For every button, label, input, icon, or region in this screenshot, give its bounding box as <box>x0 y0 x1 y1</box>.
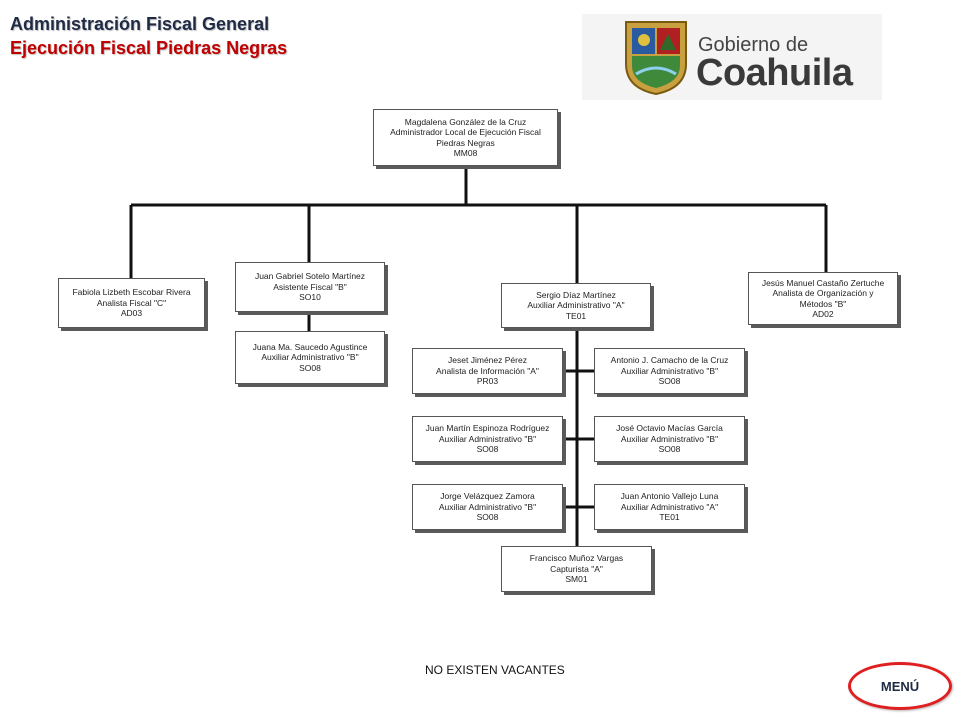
page-title: Administración Fiscal General <box>10 14 270 34</box>
node-role: Analista Fiscal "C" <box>96 297 167 308</box>
node-role: Analista de Organización y <box>772 288 874 298</box>
org-node-juan-martin: Juan Martín Espinoza Rodríguez Auxiliar … <box>412 416 563 462</box>
node-role: Auxiliar Administrativo "A" <box>620 501 719 512</box>
node-role: Auxiliar Administrativo "B" <box>438 433 537 444</box>
node-code: SO08 <box>476 444 499 455</box>
node-name: Magdalena González de la Cruz <box>404 116 527 127</box>
node-name: Jeset Jiménez Pérez <box>448 355 527 366</box>
node-code: TE01 <box>565 310 587 321</box>
node-area: Piedras Negras <box>436 137 495 148</box>
logo-text-gobierno: Gobierno de <box>698 34 809 56</box>
node-role: Auxiliar Administrativo "B" <box>620 365 719 376</box>
node-code: PR03 <box>476 376 499 387</box>
org-node-fabiola: Fabiola Lizbeth Escobar Rivera Analista … <box>58 278 205 328</box>
org-node-sergio: Sergio Díaz Martínez Auxiliar Administra… <box>501 283 651 328</box>
gobierno-coahuila-logo: Gobierno de Coahuila <box>582 14 882 100</box>
node-role: Administrador Local de Ejecución Fiscal <box>390 127 541 137</box>
org-node-administrador: Magdalena González de la Cruz Administra… <box>373 109 558 166</box>
node-name: Francisco Muñoz Vargas <box>529 553 624 564</box>
node-role: Capturista "A" <box>550 563 603 574</box>
menu-button[interactable]: MENÚ <box>848 662 952 710</box>
node-name: Jesús Manuel Castaño Zertuche <box>761 277 885 288</box>
node-name: Juan Antonio Vallejo Luna <box>620 491 719 502</box>
vacancies-note: NO EXISTEN VACANTES <box>425 663 565 677</box>
node-name: José Octavio Macías García <box>616 423 723 434</box>
node-name: Fabiola Lizbeth Escobar Rivera <box>72 287 191 298</box>
node-role: Asistente Fiscal "B" <box>273 281 347 292</box>
org-node-juana: Juana Ma. Saucedo Agustince Auxiliar Adm… <box>235 331 385 384</box>
node-role: Analista de Información "A" <box>436 365 539 376</box>
org-node-jesus: Jesús Manuel Castaño Zertuche Analista d… <box>748 272 898 325</box>
node-name: Juana Ma. Saucedo Agustince <box>252 341 368 352</box>
logo-text-coahuila: Coahuila <box>696 52 853 94</box>
node-role: Auxiliar Administrativo "B" <box>261 352 359 363</box>
org-node-juan-antonio: Juan Antonio Vallejo Luna Auxiliar Admin… <box>594 484 745 530</box>
node-role: Auxiliar Administrativo "B" <box>620 433 719 444</box>
org-node-antonio: Antonio J. Camacho de la Cruz Auxiliar A… <box>594 348 745 394</box>
node-name: Jorge Velázquez Zamora <box>440 491 535 502</box>
node-role: Auxiliar Administrativo "A" <box>527 300 625 311</box>
coahuila-seal-icon <box>625 21 687 96</box>
node-code: AD02 <box>812 309 834 319</box>
node-code: SO08 <box>299 362 321 373</box>
org-node-francisco: Francisco Muñoz Vargas Capturista "A" SM… <box>501 546 652 592</box>
node-code: SO10 <box>299 292 321 303</box>
org-node-jose: José Octavio Macías García Auxiliar Admi… <box>594 416 745 462</box>
node-code: AD03 <box>120 308 143 319</box>
node-role-continued: Métodos "B" <box>799 298 847 309</box>
node-name: Juan Martín Espinoza Rodríguez <box>425 423 550 434</box>
node-code: SM01 <box>565 574 588 585</box>
node-name: Juan Gabriel Sotelo Martínez <box>254 271 366 282</box>
node-code: SO08 <box>476 512 499 523</box>
node-code: SO08 <box>658 376 681 387</box>
node-role: Auxiliar Administrativo "B" <box>438 501 537 512</box>
node-name: Antonio J. Camacho de la Cruz <box>610 355 729 366</box>
node-code: SO08 <box>658 444 681 455</box>
org-node-jorge: Jorge Velázquez Zamora Auxiliar Administ… <box>412 484 563 530</box>
page-subtitle: Ejecución Fiscal Piedras Negras <box>10 38 288 58</box>
org-node-jeset: Jeset Jiménez Pérez Analista de Informac… <box>412 348 563 394</box>
node-code: MM08 <box>453 148 478 158</box>
org-node-juan-gabriel: Juan Gabriel Sotelo Martínez Asistente F… <box>235 262 385 312</box>
node-code: TE01 <box>659 512 680 523</box>
node-name: Sergio Díaz Martínez <box>536 289 616 300</box>
